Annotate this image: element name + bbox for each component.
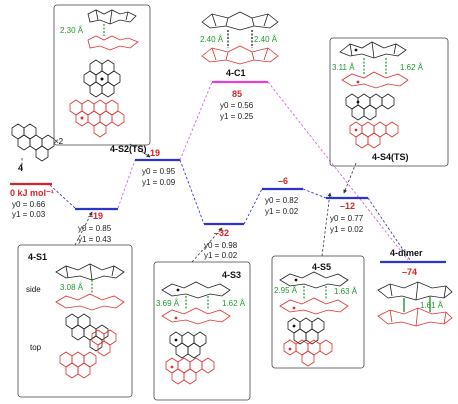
structure-box-4-s1: 4-S1 side 3.08 Å top	[17, 244, 133, 398]
distance-dimer: 1.61 Å	[420, 301, 444, 310]
connector-s5-to-s4ts	[302, 188, 327, 199]
distance-s4ts-left: 3.11 Å	[332, 63, 355, 72]
state-4-c1: 4-C1 85 y0 = 0.56 y1 = 0.25	[220, 68, 254, 121]
y1-4-s3: y1 = 0.02	[204, 251, 238, 260]
molecule-4-c1: 2.40 Å 2.40 Å	[200, 11, 279, 65]
s4ts-top-view	[345, 93, 399, 149]
label-4-dimer: 4-dimer	[390, 248, 423, 258]
molecule-4-icon	[11, 123, 55, 162]
arrow-s2ts-box	[129, 143, 151, 158]
energy-4-s5: –6	[278, 176, 288, 186]
y0-4: y0 = 0.66	[12, 200, 46, 209]
y0-4-s4ts: y0 = 0.77	[330, 214, 364, 223]
connector-s2ts-to-c1	[179, 81, 213, 161]
structure-box-4-s2ts: 2.30 Å	[53, 4, 151, 154]
state-4-dimer: 4-dimer –74	[390, 248, 423, 277]
label-4-s1: 4-S1	[28, 252, 47, 262]
energy-4: 0 kJ mol⁻¹	[10, 188, 54, 198]
y1-4-s4ts: y1 = 0.02	[330, 225, 364, 234]
connector-c1-to-dimer	[267, 81, 409, 261]
distance-s5-left: 2.95 Å	[274, 286, 298, 295]
energy-4-dimer: –74	[402, 267, 417, 277]
distance-s5-right: 1.63 Å	[334, 287, 358, 296]
view-top-label: top	[30, 343, 42, 352]
label-4-s3: 4-S3	[222, 270, 241, 280]
energy-4-s2ts: 19	[150, 148, 160, 158]
label-4-s5: 4-S5	[312, 262, 331, 272]
reaction-path-connectors	[49, 81, 411, 261]
connector-4-to-s1	[49, 184, 76, 209]
s1-side-view: 3.08 Å	[55, 263, 125, 311]
state-4-s1: –19 y0 = 0.85 y1 = 0.43	[78, 211, 112, 244]
connector-s3-to-s5	[243, 188, 263, 225]
distance-s3-left: 3.69 Å	[156, 299, 180, 308]
y1-4-s1: y1 = 0.43	[78, 235, 112, 244]
energy-4-c1: 85	[232, 89, 242, 99]
label-4: 4	[18, 163, 23, 173]
molecule-4-dimer: 1.61 Å	[377, 281, 453, 327]
s2ts-top-view	[69, 59, 125, 138]
connector-s4ts-to-dimer	[367, 197, 411, 261]
s5-top-view	[283, 317, 333, 367]
s2ts-side-view: 2.30 Å	[60, 9, 139, 51]
s4ts-side-view: 3.11 Å 1.62 Å	[332, 41, 424, 89]
structure-box-4-s4ts: 3.11 Å 1.62 Å 4-S4(TS)	[329, 37, 449, 167]
structure-box-4-s3: 4-S3 3.69 Å 1.62 Å	[153, 261, 251, 401]
label-4-s2ts: 4-S2(TS)	[110, 144, 147, 154]
structure-pointer-arrows	[21, 143, 357, 263]
y1-4: y1 = 0.03	[12, 210, 46, 219]
y1-4-s5: y1 = 0.02	[265, 207, 299, 216]
distance-s3-right: 1.62 Å	[222, 299, 246, 308]
view-side-label: side	[26, 285, 41, 294]
y1-4-s2ts: y1 = 0.09	[142, 178, 176, 187]
s3-side-view: 3.69 Å 1.62 Å	[156, 281, 246, 325]
y0-4-s5: y0 = 0.82	[265, 196, 299, 205]
energy-4-s4ts: –12	[340, 201, 355, 211]
connector-s2ts-to-s3	[179, 159, 205, 225]
energy-4-s1: –19	[88, 211, 103, 221]
arrow-s3-box	[191, 227, 223, 263]
connector-s1-to-s2ts	[117, 159, 136, 209]
y0-4-s1: y0 = 0.85	[78, 224, 112, 233]
distance-c1-right: 2.40 Å	[254, 35, 278, 44]
state-4: ×2 4 0 kJ mol⁻¹ y0 = 0.66 y1 = 0.03	[10, 123, 64, 219]
state-4-s4ts: –12 y0 = 0.77 y1 = 0.02	[330, 201, 364, 234]
y0-4-s3: y0 = 0.98	[204, 241, 238, 250]
state-4-s2ts: 19 y0 = 0.95 y1 = 0.09	[142, 148, 176, 187]
energy-4-s3: –32	[214, 228, 229, 238]
state-4-s3: –32 y0 = 0.98 y1 = 0.02	[204, 228, 238, 260]
arrow-s4ts-box	[343, 162, 357, 194]
distance-c1-left: 2.40 Å	[200, 35, 224, 44]
distance-s4ts-right: 1.62 Å	[400, 63, 424, 72]
s1-top-view	[59, 313, 117, 379]
label-4-c1: 4-C1	[226, 68, 246, 78]
arrow-s1-box	[74, 211, 93, 246]
s5-side-view: 2.95 Å 1.63 Å	[274, 271, 358, 315]
y1-4-c1: y1 = 0.25	[220, 112, 254, 121]
distance-s2ts: 2.30 Å	[60, 26, 84, 35]
state-4-s5: –6 y0 = 0.82 y1 = 0.02	[265, 176, 299, 216]
y0-4-s2ts: y0 = 0.95	[142, 167, 176, 176]
s3-top-view	[165, 331, 215, 385]
distance-s1: 3.08 Å	[60, 283, 84, 292]
arrow-s5-box	[321, 192, 332, 257]
y0-4-c1: y0 = 0.56	[220, 101, 254, 110]
label-4-s4ts: 4-S4(TS)	[372, 152, 409, 162]
structure-box-4-s5: 4-S5 2.95 Å 1.63 Å	[271, 255, 365, 369]
multiplier-x2: ×2	[54, 137, 64, 146]
